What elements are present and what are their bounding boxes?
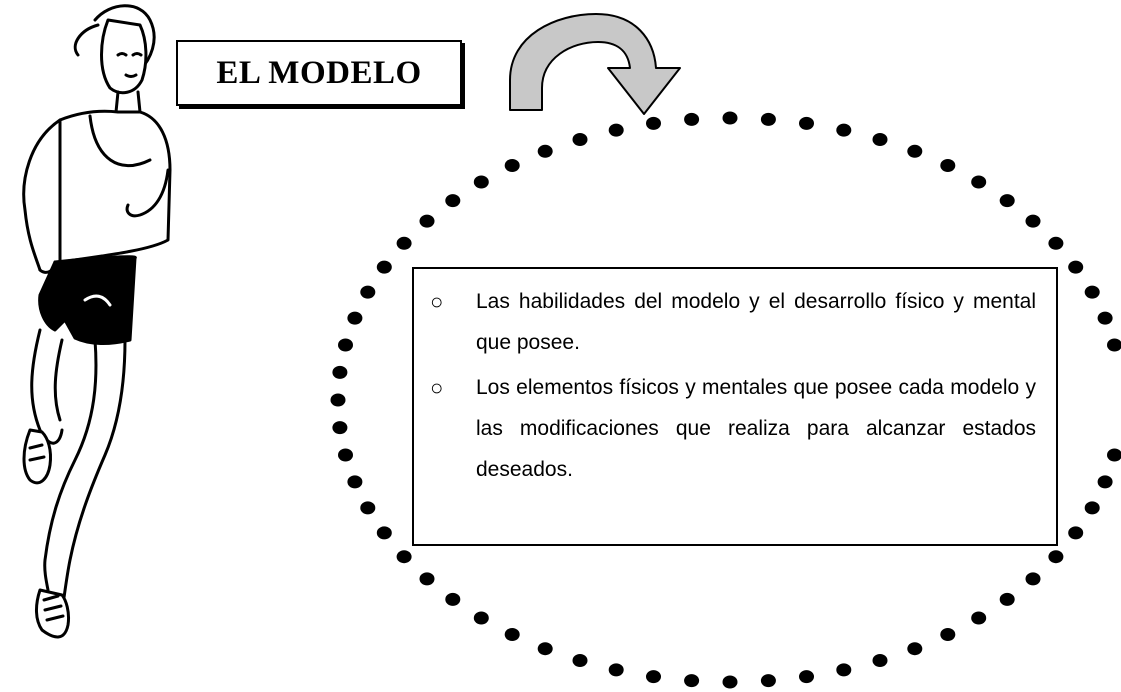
ellipse-dot (537, 144, 553, 158)
ellipse-dot (872, 133, 888, 146)
ellipse-dot (907, 144, 923, 158)
ellipse-dot (1025, 214, 1041, 228)
ellipse-dot (504, 628, 520, 641)
ellipse-dot (445, 592, 461, 606)
list-item-text: Los elementos físicos y mentales que pos… (476, 376, 1036, 481)
ellipse-dot (1084, 285, 1100, 299)
ellipse-dot (760, 112, 776, 126)
content-box: ○ Las habilidades del modelo y el desarr… (412, 267, 1058, 546)
ellipse-dot (1084, 501, 1100, 515)
ellipse-dot (836, 663, 852, 677)
ellipse-dot (1048, 550, 1064, 564)
ellipse-dot (799, 116, 814, 130)
list-item-text: Las habilidades del modelo y el desarrol… (476, 290, 1036, 354)
ellipse-dot (473, 611, 489, 625)
ellipse-dot (1107, 448, 1121, 462)
ellipse-dot (1048, 236, 1064, 250)
ellipse-dot (419, 572, 435, 586)
ellipse-dot (376, 526, 392, 540)
ellipse-dot (504, 159, 520, 172)
ellipse-dot (360, 501, 376, 515)
ellipse-dot (332, 421, 348, 435)
ellipse-dot (722, 675, 738, 689)
ellipse-dot (971, 611, 987, 625)
ellipse-dot (836, 123, 852, 137)
ellipse-dot (907, 642, 923, 656)
ellipse-dot (360, 285, 376, 299)
ellipse-dot (572, 654, 588, 667)
ellipse-dot (396, 236, 412, 250)
ellipse-dot (445, 194, 461, 208)
ellipse-dot (799, 670, 814, 684)
list-item: ○ Los elementos físicos y mentales que p… (428, 367, 1042, 490)
ellipse-dot (684, 112, 700, 126)
curved-arrow-icon (509, 13, 681, 115)
ellipse-dot (646, 116, 661, 130)
ellipse-dot (347, 311, 363, 325)
ellipse-dot (999, 194, 1015, 208)
ellipse-dot (330, 393, 346, 407)
ellipse-dot (396, 550, 412, 564)
bullet-circle-icon: ○ (430, 289, 444, 314)
ellipse-dot (376, 260, 392, 274)
ellipse-dot (760, 674, 776, 688)
ellipse-dot (347, 475, 363, 489)
ellipse-dot (940, 159, 956, 172)
bullet-circle-icon: ○ (430, 375, 444, 400)
ellipse-dot (646, 670, 661, 684)
ellipse-dot (332, 365, 348, 379)
ellipse-dot (684, 674, 700, 688)
ellipse-dot (971, 175, 987, 189)
ellipse-dot (940, 628, 956, 641)
diagram-title: EL MODELO (216, 54, 422, 91)
ellipse-dot (1107, 338, 1121, 352)
ellipse-dot (1097, 311, 1113, 325)
ellipse-dot (419, 214, 435, 228)
runner-woman-icon (22, 4, 172, 639)
ellipse-dot (1068, 526, 1084, 540)
ellipse-dot (999, 592, 1015, 606)
ellipse-dot (608, 663, 624, 677)
ellipse-dot (1068, 260, 1084, 274)
ellipse-dot (338, 448, 353, 462)
list-item: ○ Las habilidades del modelo y el desarr… (428, 281, 1042, 363)
ellipse-dot (1097, 475, 1113, 489)
ellipse-dot (1025, 572, 1041, 586)
ellipse-dot (722, 111, 738, 125)
ellipse-dot (537, 642, 553, 656)
ellipse-dot (338, 338, 353, 352)
ellipse-dot (608, 123, 624, 137)
ellipse-dot (572, 133, 588, 146)
title-box: EL MODELO (176, 40, 462, 106)
ellipse-dot (872, 654, 888, 667)
ellipse-dot (473, 175, 489, 189)
